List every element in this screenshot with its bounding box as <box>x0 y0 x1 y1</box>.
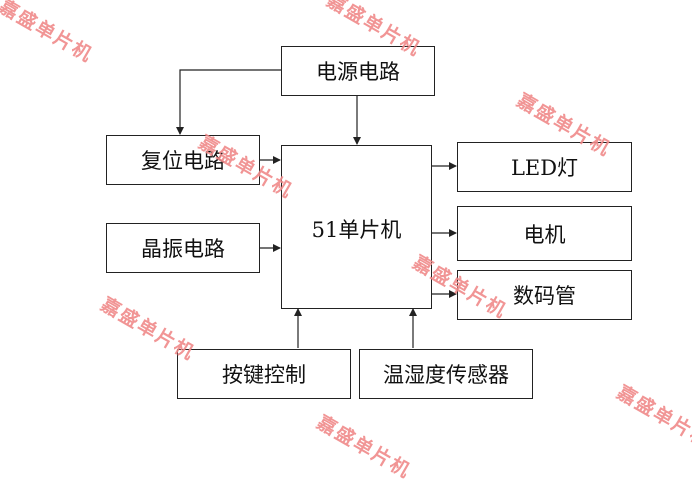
arrow-power-to-reset <box>180 70 281 134</box>
temp-humidity-sensor-block: 温湿度传感器 <box>359 349 533 399</box>
motor-block: 电机 <box>457 206 632 261</box>
crystal-circuit-block: 晶振电路 <box>106 223 260 273</box>
block-diagram: 电源电路 复位电路 晶振电路 51单片机 LED灯 电机 数码管 按键控制 温湿… <box>0 0 692 429</box>
key-control-block: 按键控制 <box>177 349 351 399</box>
mcu-block: 51单片机 <box>281 145 432 309</box>
